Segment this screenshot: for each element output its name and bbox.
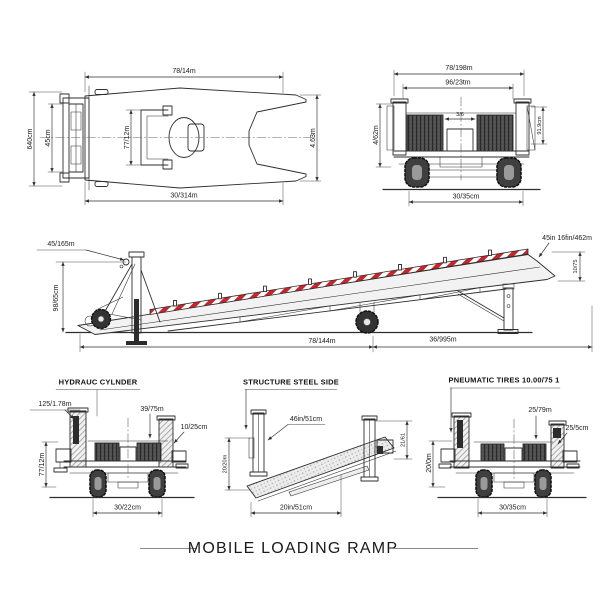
side-hydraulic-mast: [84, 251, 161, 345]
tires-view: PNEUMATIC TIRES 10.00/75 1: [426, 376, 589, 518]
side-dim-bottom-right: 36/995m: [429, 337, 456, 344]
rear-dim-bottom: 30/35cm: [453, 194, 480, 201]
main-title-block: MOBILE LOADING RAMP: [140, 540, 478, 557]
side-dim-lip-right: 10/75: [573, 260, 579, 274]
tires-dim-bottom: 30/35cm: [499, 505, 526, 512]
rear-dim-top: 78/198m: [445, 65, 472, 72]
hydraulic-view: HYDRAUC CYLNDER: [29, 378, 208, 518]
plan-axle-assembly: [59, 85, 90, 191]
structure-view: STRUCTURE STEEL SIDE 46in/51cm 21/61: [223, 378, 413, 518]
rear-view: 78/198m 96/23tm 3/6 4/62m 91.9cm 30/35cm: [373, 65, 548, 207]
hydraulic-dim-bottom: 30/22cm: [114, 505, 141, 512]
side-dim-lip-leader: 45in 16fin/462m: [542, 235, 592, 242]
structure-dim-bottom: 20in/51cm: [280, 505, 312, 512]
side-hazard-band: [149, 248, 529, 315]
rear-tread-panel-right: [476, 114, 514, 152]
plan-dim-bottom: 30/314m: [170, 193, 197, 200]
structure-dim-left: 20/20m: [223, 454, 229, 473]
structure-drawing: [246, 409, 397, 502]
structure-title: STRUCTURE STEEL SIDE: [243, 378, 339, 387]
side-dim-mast-leader: 45/165m: [47, 241, 74, 248]
tires-dim-left: 20/0m: [426, 453, 433, 473]
page-title: MOBILE LOADING RAMP: [188, 540, 398, 557]
side-dim-bottom-left: 78/144m: [308, 338, 335, 345]
plan-dim-left-inner: 45cm: [45, 129, 52, 146]
plan-dim-left-outer: 640cm: [27, 128, 34, 149]
hydraulic-dim-leader-left: 125/1.78m: [38, 401, 71, 408]
side-view: 45/165m 98/65cm 45in 16fin/462m 10/75 78…: [36, 235, 593, 353]
plan-dim-right: 4.63m: [310, 128, 317, 148]
structure-dim-right: 21/61: [401, 433, 407, 447]
hydraulic-dim-left: 77/12m: [39, 453, 46, 477]
rear-tread-panel-left: [406, 114, 444, 152]
plan-dim-center: 77/12m: [124, 126, 131, 150]
side-rail-stubs: [173, 249, 492, 307]
side-deck: [77, 254, 556, 335]
side-truss: [167, 287, 507, 332]
rear-dim-left: 4/62m: [373, 125, 380, 145]
hydraulic-machine: [49, 407, 195, 499]
rear-dim-inner-top: 96/23tm: [445, 80, 470, 87]
rear-wheels: [404, 157, 522, 188]
side-support-leg: [457, 283, 519, 334]
side-mid-wheel: [355, 301, 379, 334]
structure-dim-leader: 46in/51cm: [290, 416, 322, 423]
tires-dim-leader-center: 25/79m: [528, 407, 552, 414]
tires-dim-leader-right: 25/5cm: [566, 425, 589, 432]
plan-body-outline: [84, 87, 307, 189]
rear-dim-right: 91.9cm: [537, 116, 543, 135]
hydraulic-title: HYDRAUC CYLNDER: [59, 378, 138, 387]
plan-view: 78/14m 30/314m 640cm 45cm 77/12m 4.63m: [27, 68, 322, 206]
side-dim-left: 98/65cm: [53, 284, 60, 311]
tires-machine: [437, 412, 587, 499]
tires-title: PNEUMATIC TIRES 10.00/75 1: [449, 376, 560, 385]
hydraulic-dim-leader-center: 39/75m: [140, 406, 164, 413]
plan-dim-top: 78/14m: [172, 68, 196, 75]
rear-dim-center: 3/6: [456, 112, 464, 118]
hydraulic-dim-leader-right: 10/25cm: [181, 424, 208, 431]
